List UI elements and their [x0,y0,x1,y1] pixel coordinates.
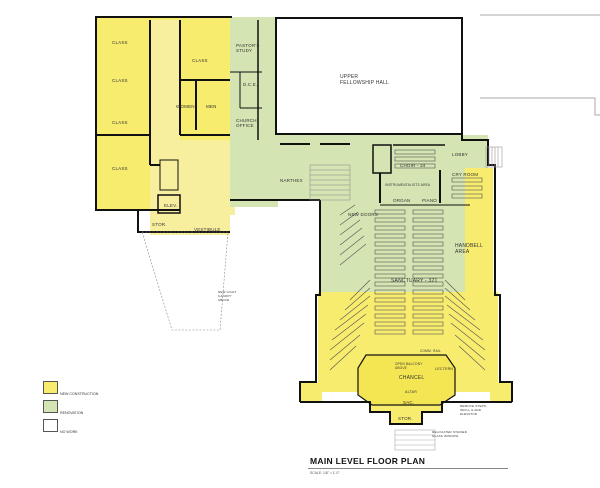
room-label-instrumentalists-area: INSTRUMENTALISTS AREA [385,183,431,187]
room-label-lectern: LECTERN [435,367,454,371]
legend-swatch-renovation [43,400,58,413]
pews-angled-right [444,279,486,371]
room-label-open-balcony: OPEN BALCONY ABOVE [395,362,423,370]
plan-title: MAIN LEVEL FLOOR PLAN [310,456,426,466]
room-label-communion-rail: COMM. RAIL [420,349,441,353]
legend-label-new-construction: NEW CONSTRUCTION [60,392,99,396]
room-label-chancel: CHANCEL [399,375,425,381]
room-label-stor-south: STOR. [398,416,413,421]
note-relocated-window: RELOCATED STAINED GLASS WINDOW [432,430,468,438]
plan-scale: SCALE: 1/8" = 1'-0" [310,471,340,475]
note-canopy: NEW LIGHT CANOPY ABOVE [218,290,237,302]
walls [95,16,513,425]
room-label-stor-west: STOR. [152,222,167,227]
room-label-new-doors: NEW DOORS [348,212,379,217]
pews-right-column [412,209,444,335]
room-label-handbell-area: HANDBELL AREA [455,243,483,255]
pews-angled-left [329,204,371,371]
sanctuary-new-construction [300,168,512,424]
northeast-exterior-steps [485,146,503,168]
room-label-class-3: CLASS [112,120,128,125]
south-entry-steps [394,429,436,451]
room-label-sanctuary: SANCTUARY - 321 [391,278,438,284]
cry-room-seats [451,177,483,199]
room-label-dce: D.C.E. [243,82,258,87]
pews [329,149,486,371]
room-label-class-4: CLASS [112,166,128,171]
legend-label-renovation: RENOVATION [60,411,84,415]
room-label-lobby: LOBBY [452,152,469,157]
note-remove-steps: REMOVE STEPS, INFILL & ADD ELEVATOR [460,404,488,416]
entry-canopy [141,231,229,331]
room-label-cry-room: CRY ROOM [452,172,479,177]
pews-left-column [374,209,406,335]
choir-pews [394,149,436,169]
room-label-sac: SAC. [403,400,415,405]
upper-fellowship-hall-outline [275,17,463,135]
narthex-stair [309,164,351,201]
legend-swatch-new-construction [43,381,58,394]
room-label-organ: ORGAN [393,198,411,203]
room-label-altar: ALTAR [405,390,418,394]
room-label-women: WOMEN [176,104,195,109]
room-label-pastors-study: PASTOR'S STUDY [236,43,260,53]
room-label-class-2: CLASS [112,78,128,83]
room-label-class-5: CLASS [192,58,208,63]
room-label-elev: ELEV. [164,203,178,208]
room-label-choir: CHOIR - 24 [400,163,426,168]
room-label-men: MEN [206,104,217,109]
room-label-piano: PIANO [422,198,438,203]
room-label-narthex: NARTHEX [280,178,303,183]
room-label-church-office: CHURCH OFFICE [236,118,257,128]
renovation-zone [230,17,488,295]
legend-label-no-work: NO WORK [60,430,78,434]
room-label-vestibule: VESTIBULE [194,227,221,232]
title-underline [308,468,508,469]
legend-swatch-no-work [43,419,58,432]
existing-building-outline [480,14,600,116]
room-label-class-1: CLASS [112,40,128,45]
room-label-upper-fellowship-hall: UPPER FELLOWSHIP HALL [340,74,390,86]
